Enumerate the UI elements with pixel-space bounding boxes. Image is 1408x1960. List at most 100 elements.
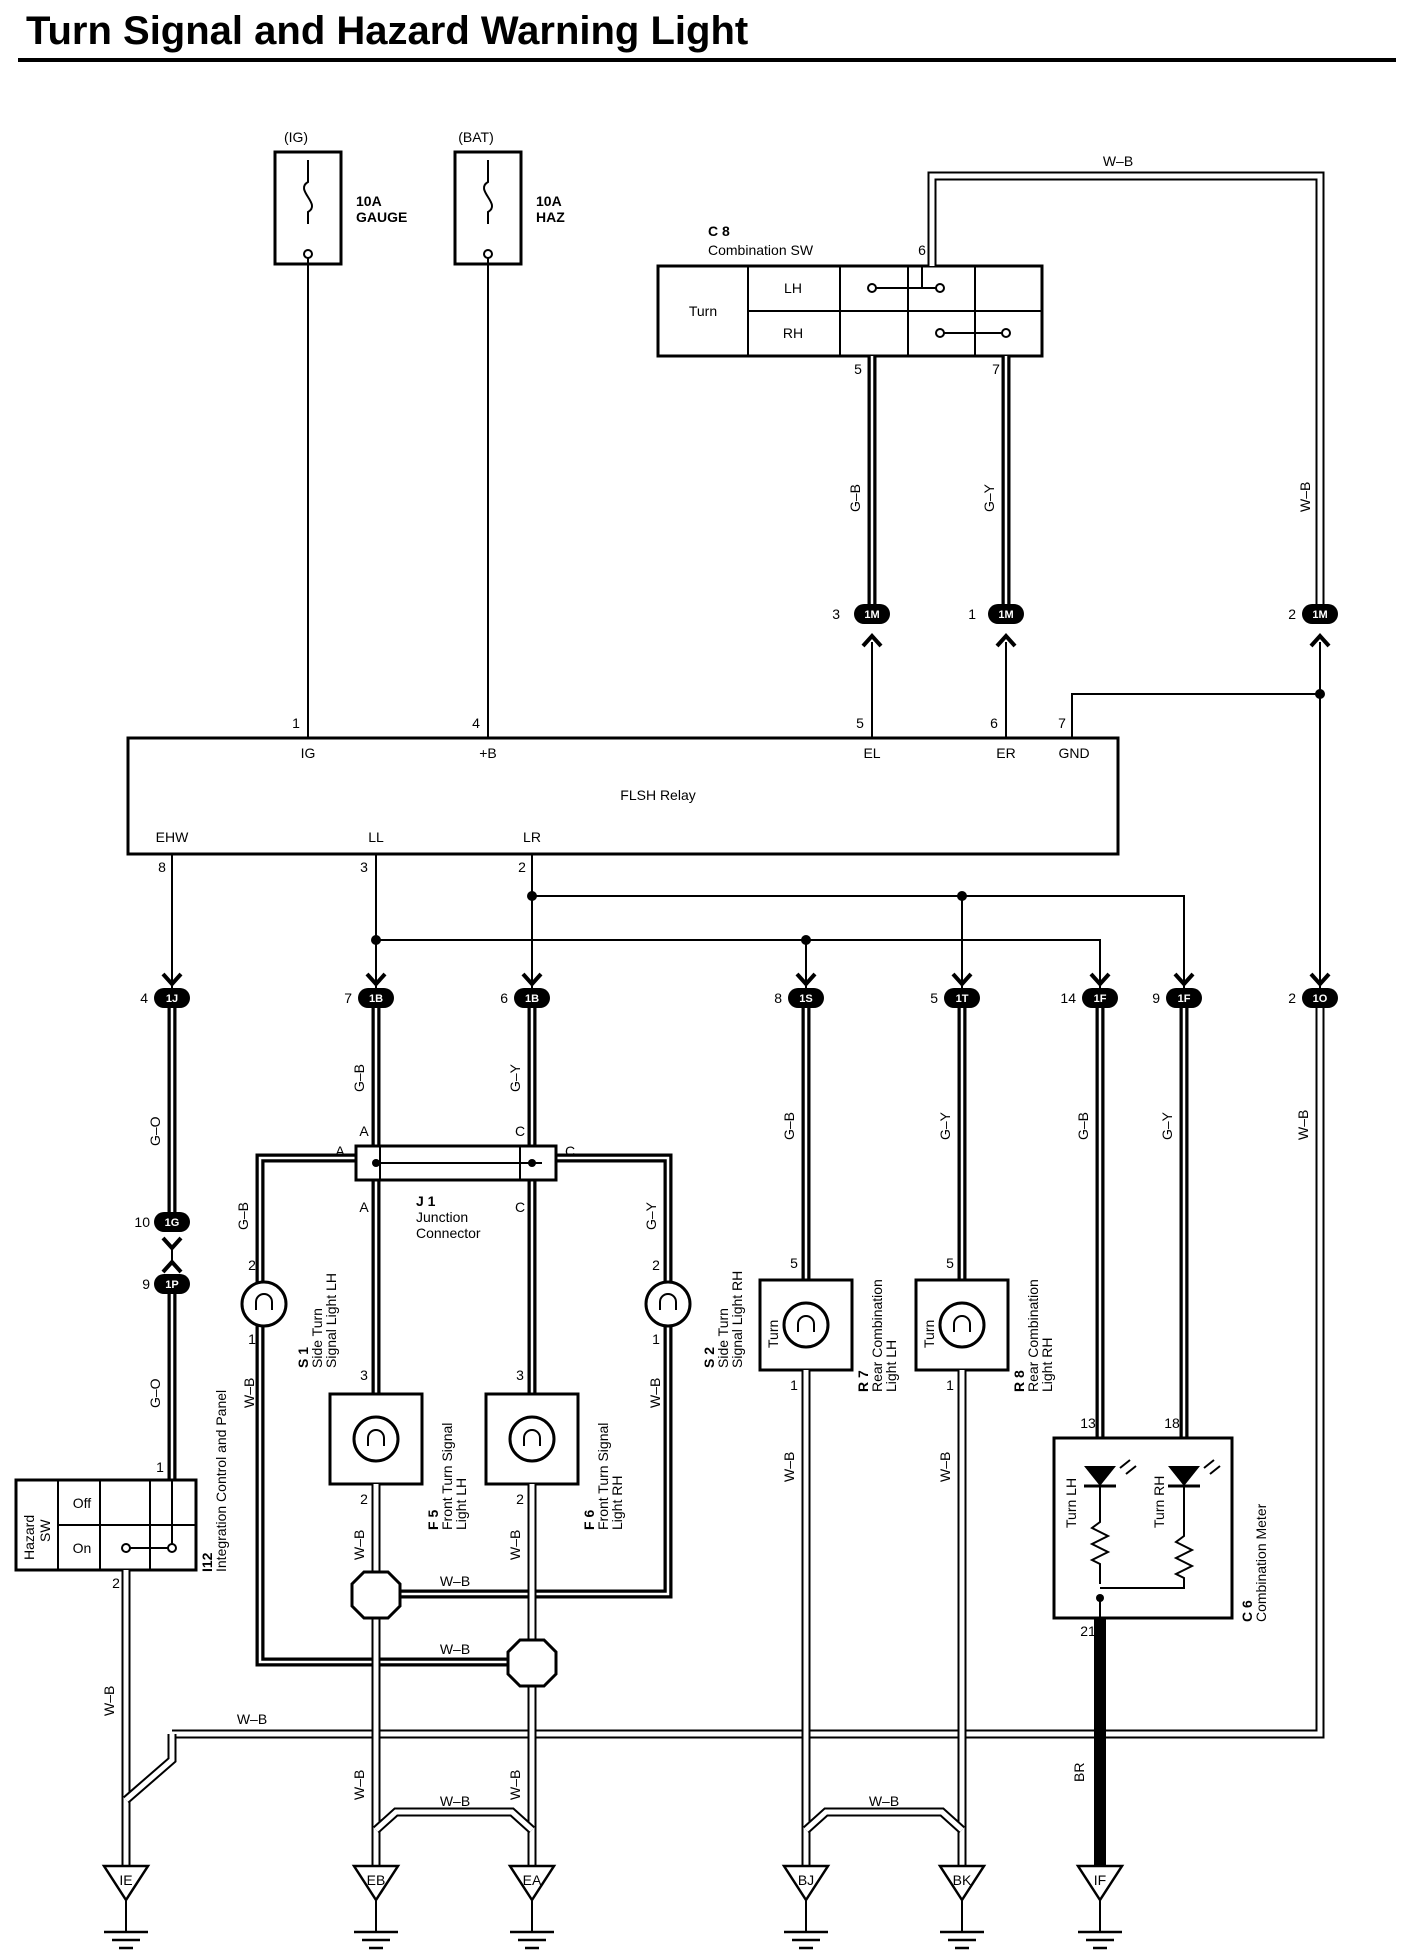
svg-text:W–B: W–B	[1295, 1110, 1311, 1140]
svg-text:A: A	[359, 1123, 369, 1139]
svg-text:G–Y: G–Y	[1159, 1111, 1175, 1140]
svg-text:F 5: F 5	[425, 1510, 441, 1530]
ground-eb: EB	[351, 1864, 401, 1950]
svg-text:13: 13	[1080, 1415, 1096, 1431]
fuse-gauge-icon	[303, 160, 313, 224]
connector-1m-gnd: 1M 2	[1288, 604, 1338, 648]
connector-1b-ll: 1B 7	[344, 972, 394, 1008]
svg-text:EHW: EHW	[156, 829, 189, 845]
fuse-haz-name: HAZ	[536, 209, 565, 225]
svg-text:W–B: W–B	[440, 1793, 470, 1809]
svg-text:A: A	[359, 1199, 369, 1215]
svg-text:1: 1	[652, 1331, 660, 1347]
bat-label: (BAT)	[458, 129, 494, 145]
integration-control-code: I12	[199, 1552, 215, 1572]
svg-text:Connector: Connector	[416, 1225, 481, 1241]
svg-text:Turn: Turn	[689, 303, 717, 319]
svg-text:LR: LR	[523, 829, 541, 845]
svg-text:1: 1	[790, 1377, 798, 1393]
svg-text:1: 1	[156, 1459, 164, 1475]
svg-text:Signal Light LH: Signal Light LH	[323, 1273, 339, 1368]
connector-1m-er: 1M 1	[968, 604, 1024, 648]
svg-text:2: 2	[1288, 606, 1296, 622]
svg-text:Light RH: Light RH	[1039, 1338, 1055, 1392]
connector-1f-lh: 1F 14	[1060, 972, 1118, 1008]
svg-text:4: 4	[472, 715, 480, 731]
svg-text:7: 7	[992, 361, 1000, 377]
svg-text:W–B: W–B	[241, 1378, 257, 1408]
svg-text:R 8: R 8	[1011, 1370, 1027, 1392]
svg-text:Side Turn: Side Turn	[309, 1308, 325, 1368]
svg-text:Off: Off	[73, 1495, 92, 1511]
fuse-haz-amp: 10A	[536, 193, 562, 209]
svg-text:8: 8	[158, 859, 166, 875]
svg-text:GND: GND	[1058, 745, 1089, 761]
svg-text:Rear Combination: Rear Combination	[869, 1279, 885, 1392]
connector-1o: 1O 2	[1288, 972, 1338, 1008]
svg-text:1J: 1J	[166, 993, 178, 1005]
svg-text:5: 5	[946, 1255, 954, 1271]
svg-text:1F: 1F	[1094, 993, 1107, 1005]
svg-text:1O: 1O	[1313, 993, 1328, 1005]
svg-text:S 2: S 2	[701, 1347, 717, 1368]
svg-text:7: 7	[344, 990, 352, 1006]
svg-text:2: 2	[112, 1575, 120, 1591]
svg-text:Junction: Junction	[416, 1209, 468, 1225]
svg-text:W–B: W–B	[440, 1573, 470, 1589]
svg-text:1M: 1M	[1312, 609, 1327, 621]
svg-text:R 7: R 7	[855, 1370, 871, 1392]
connector-1t: 1T 5	[930, 972, 980, 1008]
svg-text:G–Y: G–Y	[507, 1063, 523, 1092]
svg-text:Light LH: Light LH	[883, 1340, 899, 1392]
svg-text:LH: LH	[784, 280, 802, 296]
svg-text:W–B: W–B	[507, 1530, 523, 1560]
connector-1p: 1P 9	[142, 1260, 190, 1294]
ground-ie: IE	[101, 1864, 151, 1950]
flsh-relay-box	[126, 736, 1120, 856]
svg-text:W–B: W–B	[507, 1770, 523, 1800]
svg-text:5: 5	[856, 715, 864, 731]
svg-text:W–B: W–B	[351, 1530, 367, 1560]
svg-text:Signal Light RH: Signal Light RH	[729, 1271, 745, 1368]
svg-text:ER: ER	[996, 745, 1015, 761]
svg-text:21: 21	[1080, 1623, 1096, 1639]
rear-combination-light-lh: Turn 5 1 R 7 Rear Combination Light LH	[758, 1255, 899, 1393]
svg-text:7: 7	[1058, 715, 1066, 731]
svg-text:G–O: G–O	[147, 1116, 163, 1146]
svg-text:C: C	[565, 1143, 575, 1159]
ground-bk: BK	[937, 1864, 987, 1950]
svg-text:Light LH: Light LH	[453, 1478, 469, 1530]
svg-text:6: 6	[500, 990, 508, 1006]
svg-text:18: 18	[1164, 1415, 1180, 1431]
side-turn-light-rh: 2 1 S 2 Side Turn Signal Light RH	[644, 1257, 745, 1368]
svg-text:6: 6	[990, 715, 998, 731]
svg-text:C 6: C 6	[1239, 1600, 1255, 1622]
connector-1m-el: 1M 3	[832, 604, 890, 648]
svg-text:Turn RH: Turn RH	[1151, 1476, 1167, 1528]
connector-1f-rh: 1F 9	[1152, 972, 1202, 1008]
combination-sw-code: C 8	[708, 223, 730, 239]
hazard-switch: Hazard SW Off On 1 2	[14, 1459, 198, 1591]
svg-text:LL: LL	[368, 829, 384, 845]
svg-text:Hazard: Hazard	[21, 1515, 37, 1560]
svg-text:2: 2	[360, 1491, 368, 1507]
svg-text:G–B: G–B	[1075, 1112, 1091, 1140]
svg-text:W–B: W–B	[101, 1686, 117, 1716]
svg-text:Combination Meter: Combination Meter	[1253, 1503, 1269, 1622]
svg-text:4: 4	[140, 990, 148, 1006]
fuse-gauge-name: GAUGE	[356, 209, 407, 225]
svg-text:10: 10	[134, 1214, 150, 1230]
svg-text:G–B: G–B	[351, 1064, 367, 1092]
svg-text:G–B: G–B	[847, 484, 863, 512]
svg-text:3: 3	[832, 606, 840, 622]
svg-text:W–B: W–B	[1297, 482, 1313, 512]
svg-text:Turn: Turn	[765, 1320, 781, 1348]
front-turn-light-rh: 3 2 F 6 Front Turn Signal Light RH	[484, 1367, 625, 1530]
svg-text:W–B: W–B	[781, 1452, 797, 1482]
side-turn-light-lh: 2 1 S 1 Side Turn Signal Light LH	[240, 1257, 339, 1368]
connector-1b-lr: 1B 6	[500, 972, 550, 1008]
svg-text:14: 14	[1060, 990, 1076, 1006]
svg-text:9: 9	[142, 1276, 150, 1292]
svg-text:1T: 1T	[956, 993, 969, 1005]
